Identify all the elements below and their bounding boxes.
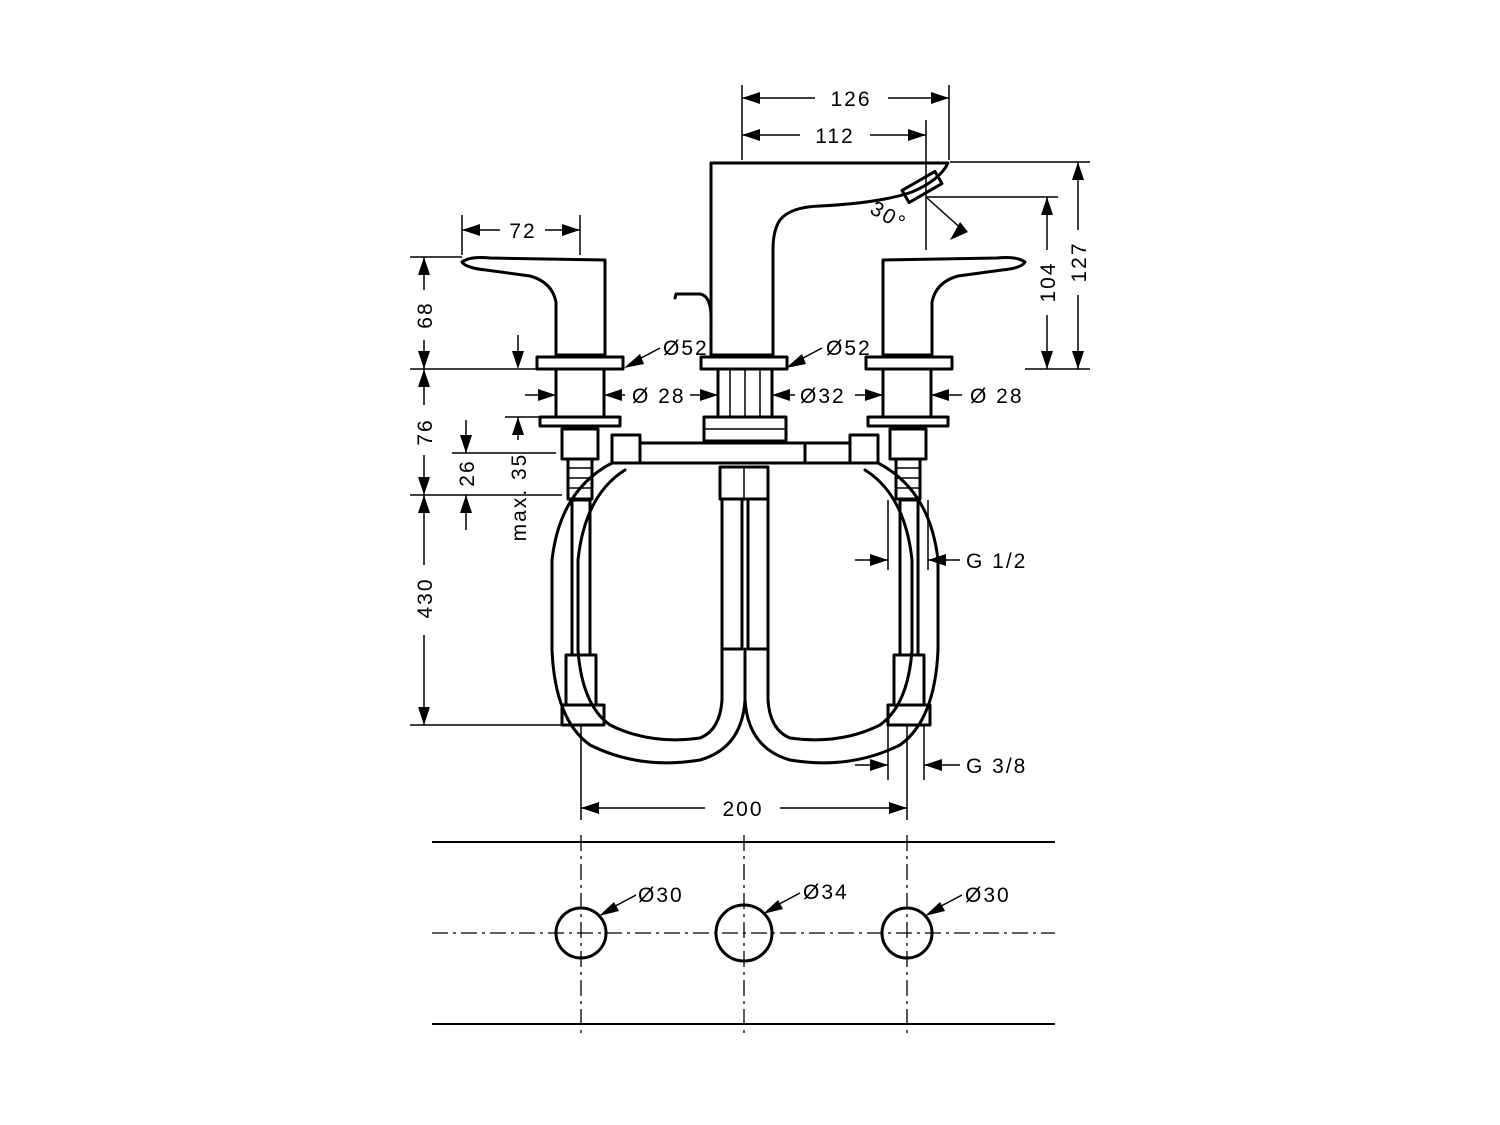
dim-max-35: max. 35 (508, 453, 531, 542)
dim-26: 26 (456, 459, 479, 486)
countertop-section (432, 835, 1055, 1035)
dim-diameter-52-center: Ø52 (826, 337, 872, 360)
hole-center (714, 903, 774, 963)
hole-left (554, 906, 608, 960)
dim-76: 76 (414, 418, 437, 445)
dim-diameter-32: Ø32 (800, 385, 846, 408)
dim-126: 126 (830, 88, 871, 111)
dim-diameter-28-right: Ø 28 (970, 385, 1024, 408)
left-handle-valve (460, 256, 625, 428)
dim-104: 104 (1037, 261, 1060, 302)
dim-hole-30-left: Ø30 (638, 884, 684, 907)
dim-72: 72 (509, 220, 536, 243)
dimension-labels: 126 112 72 68 30° 104 127 Ø52 Ø52 Ø 28 Ø… (414, 88, 1091, 907)
dim-430: 430 (414, 577, 437, 618)
dim-112: 112 (815, 125, 854, 148)
dim-g-three-eighths: G 3/8 (966, 755, 1027, 778)
connection-fittings (560, 427, 928, 501)
dim-200: 200 (722, 798, 763, 821)
supply-hoses (550, 461, 940, 765)
dimension-lines (410, 85, 1090, 820)
dim-68: 68 (414, 301, 437, 328)
dim-diameter-52-left: Ø52 (663, 337, 709, 360)
dim-hole-34: Ø34 (803, 881, 849, 904)
right-handle-valve (864, 256, 1027, 428)
dim-127: 127 (1068, 241, 1091, 282)
dim-30-degrees: 30° (866, 197, 910, 236)
dim-g-half-inch: G 1/2 (966, 550, 1027, 573)
dim-diameter-28-left: Ø 28 (632, 385, 686, 408)
hole-right (880, 906, 934, 960)
dim-hole-30-right: Ø30 (965, 884, 1011, 907)
